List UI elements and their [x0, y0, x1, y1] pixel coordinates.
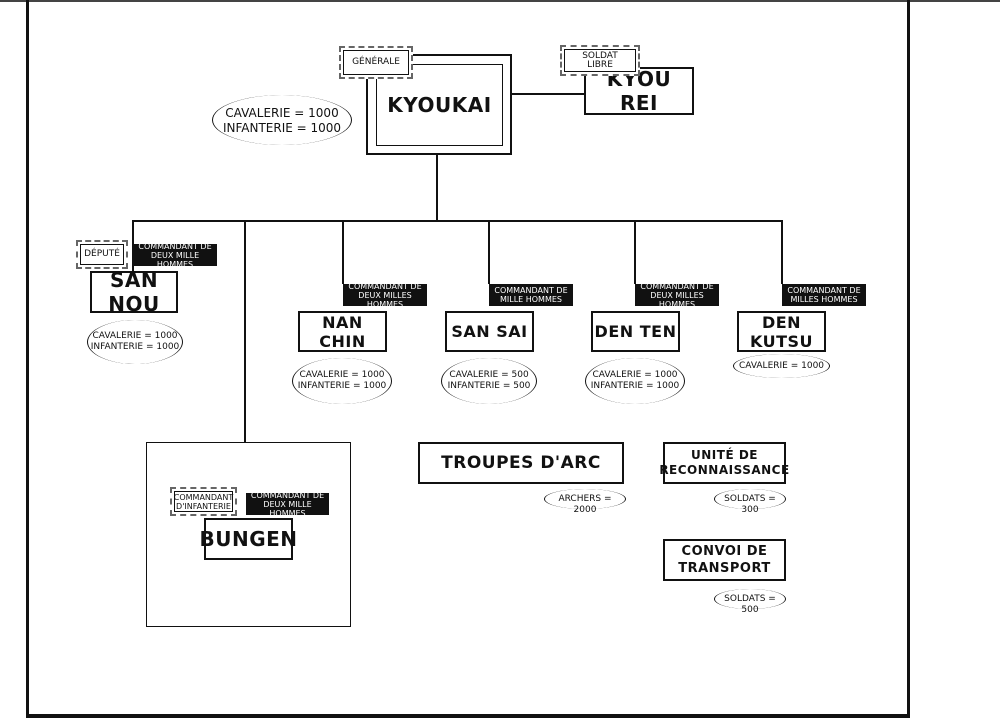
- kyou-rei-tag: SOLDAT LIBRE: [560, 45, 640, 76]
- san-nou-name: SAN NOU: [108, 268, 160, 316]
- recon-box: UNITÉ DE RECONNAISSANCE: [659, 442, 789, 484]
- bungen-tag-commandant-label: COMMANDANT DE DEUX MILLE HOMMES: [250, 490, 325, 518]
- san-sai-tag-label: COMMANDANT DE MILLE HOMMES: [494, 286, 568, 304]
- troupes-arc-stat-archers: ARCHERS = 2000: [558, 494, 612, 515]
- troupes-arc-stats: ARCHERS = 2000: [546, 494, 624, 516]
- den-ten-stat-infanterie: INFANTERIE = 1000: [590, 381, 680, 391]
- nan-chin-tag: COMMANDANT DE DEUX MILLES HOMMES: [343, 281, 427, 309]
- bungen-tag-infanterie: COMMANDANT D'INFANTERIE: [170, 487, 237, 516]
- kyou-rei-box: KYOU REI: [584, 67, 694, 115]
- general-tag-label: GÉNÉRALE: [352, 57, 400, 67]
- bungen-tag-commandant: COMMANDANT DE DEUX MILLE HOMMES: [246, 490, 329, 518]
- general-stat-infanterie: INFANTERIE = 1000: [222, 121, 342, 135]
- general-tag: GÉNÉRALE: [339, 46, 413, 79]
- recon-stat-soldats: SOLDATS = 300: [724, 494, 776, 515]
- connector-horizontal: [132, 220, 783, 222]
- connector-general-free: [510, 93, 586, 95]
- connector-bungen: [244, 220, 246, 442]
- troupes-arc-stats-parens: [544, 489, 626, 509]
- top-border: [0, 0, 1000, 2]
- general-stats: CAVALERIE = 1000 INFANTERIE = 1000: [214, 106, 350, 136]
- convoi-box: CONVOI DE TRANSPORT: [663, 539, 786, 581]
- den-ten-stats-parens: [585, 358, 685, 404]
- diagram-panel: [26, 0, 910, 718]
- san-sai-name: SAN SAI: [451, 322, 528, 341]
- san-nou-stat-cavalerie: CAVALERIE = 1000: [92, 331, 178, 341]
- kyou-rei-tag-label: SOLDAT LIBRE: [582, 50, 618, 70]
- den-kutsu-stats: CAVALERIE = 1000: [735, 361, 828, 372]
- bungen-name: BUNGEN: [199, 527, 298, 551]
- general-stats-parens: [212, 95, 352, 145]
- den-kutsu-tag: COMMANDANT DE MILLES HOMMES: [782, 284, 866, 306]
- san-nou-stats: CAVALERIE = 1000 INFANTERIE = 1000: [89, 331, 181, 353]
- bungen-box: BUNGEN: [199, 518, 297, 560]
- san-nou-box: SAN NOU: [90, 268, 178, 316]
- convoi-stats: SOLDATS = 500: [716, 594, 784, 616]
- kyou-rei-name: KYOU REI: [606, 67, 672, 115]
- general-name: KYOUKAI: [387, 93, 492, 117]
- nan-chin-name: NAN CHIN: [319, 312, 366, 351]
- general-stat-cavalerie: CAVALERIE = 1000: [225, 106, 339, 120]
- convoi-stats-parens: [714, 589, 786, 609]
- san-sai-stat-cavalerie: CAVALERIE = 500: [449, 370, 529, 380]
- connector-den-ten: [634, 220, 636, 284]
- den-kutsu-stat-cavalerie: CAVALERIE = 1000: [738, 361, 825, 371]
- nan-chin-box: NAN CHIN: [298, 311, 387, 352]
- nan-chin-stat-infanterie: INFANTERIE = 1000: [297, 381, 387, 391]
- san-sai-stats-parens: [441, 358, 537, 404]
- connector-san-sai: [488, 220, 490, 284]
- convoi-name: CONVOI DE TRANSPORT: [678, 544, 771, 576]
- den-ten-tag: COMMANDANT DE DEUX MILLES HOMMES: [635, 281, 719, 309]
- connector-den-kutsu: [781, 220, 783, 284]
- san-nou-tag-commandant: COMMANDANT DE DEUX MILLE HOMMES: [133, 241, 217, 269]
- den-ten-name: DEN TEN: [594, 322, 677, 341]
- connector-nan-chin: [342, 220, 344, 284]
- recon-name: UNITÉ DE RECONNAISSANCE: [659, 448, 790, 477]
- den-kutsu-tag-label: COMMANDANT DE MILLES HOMMES: [787, 286, 861, 304]
- den-ten-tag-label: COMMANDANT DE DEUX MILLES HOMMES: [640, 281, 714, 309]
- den-ten-stat-cavalerie: CAVALERIE = 1000: [592, 370, 678, 380]
- san-sai-box: SAN SAI: [445, 311, 534, 352]
- connector-general-down: [436, 154, 438, 221]
- troupes-arc-name: TROUPES D'ARC: [441, 453, 601, 473]
- den-kutsu-box: DEN KUTSU: [737, 311, 826, 352]
- san-nou-stats-parens: [87, 320, 183, 364]
- bungen-tag-infanterie-label: COMMANDANT D'INFANTERIE: [173, 492, 234, 511]
- san-nou-stat-infanterie: INFANTERIE = 1000: [90, 342, 180, 352]
- den-kutsu-name: DEN KUTSU: [749, 312, 814, 351]
- den-ten-stats: CAVALERIE = 1000 INFANTERIE = 1000: [587, 370, 683, 392]
- nan-chin-stats: CAVALERIE = 1000 INFANTERIE = 1000: [294, 370, 390, 392]
- recon-stats-parens: [714, 489, 786, 509]
- nan-chin-stat-cavalerie: CAVALERIE = 1000: [299, 370, 385, 380]
- san-sai-tag: COMMANDANT DE MILLE HOMMES: [489, 284, 573, 306]
- san-sai-stats: CAVALERIE = 500 INFANTERIE = 500: [443, 370, 535, 392]
- nan-chin-tag-label: COMMANDANT DE DEUX MILLES HOMMES: [348, 281, 422, 309]
- den-kutsu-stats-parens: [733, 354, 830, 378]
- san-nou-tag-commandant-label: COMMANDANT DE DEUX MILLE HOMMES: [138, 241, 212, 269]
- den-ten-box: DEN TEN: [591, 311, 680, 352]
- san-nou-tag-depute: DÉPUTÉ: [76, 240, 128, 269]
- san-sai-stat-infanterie: INFANTERIE = 500: [447, 381, 531, 391]
- troupes-arc-box: TROUPES D'ARC: [418, 442, 624, 484]
- san-nou-tag-depute-label: DÉPUTÉ: [84, 249, 120, 259]
- recon-stats: SOLDATS = 300: [716, 494, 784, 516]
- convoi-stat-soldats: SOLDATS = 500: [724, 594, 776, 615]
- nan-chin-stats-parens: [292, 358, 392, 404]
